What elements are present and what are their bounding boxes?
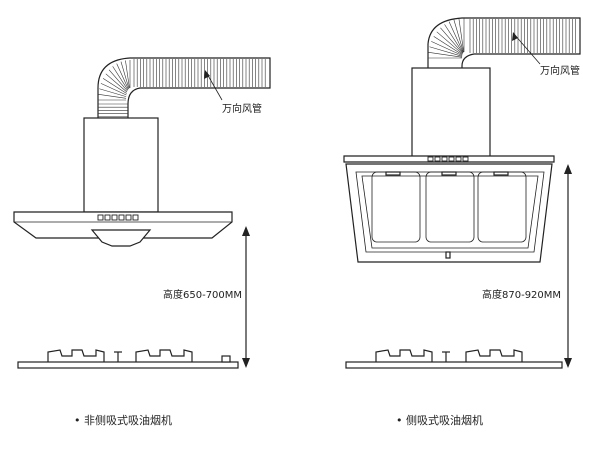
right-flexible-duct: [427, 17, 581, 71]
left-duct-label: 万向风管: [222, 102, 262, 115]
left-duct-leader: [204, 70, 223, 101]
right-glass-panels: [371, 171, 527, 259]
left-gas-cooktop: [17, 349, 239, 369]
right-duct-label: 万向风管: [540, 64, 580, 77]
left-light-bulge: [90, 229, 152, 247]
left-control-buttons: [97, 214, 139, 221]
left-caption: • 非侧吸式吸油烟机: [74, 413, 172, 427]
left-chimney: [83, 117, 159, 213]
right-control-buttons: [427, 156, 469, 162]
left-flexible-duct: [97, 57, 271, 121]
left-hood-group: 万向风管 高度650-700MM • 非侧吸式吸油烟机: [13, 57, 271, 427]
left-height-dimension: [242, 226, 250, 368]
right-duct-leader: [512, 32, 541, 65]
right-hood-group: 万向风管 高度870-920MM • 侧吸式吸油烟机: [343, 17, 581, 427]
right-gas-cooktop: [345, 349, 563, 369]
right-height-dimension: [564, 164, 572, 368]
right-chimney: [411, 67, 491, 159]
right-caption: • 侧吸式吸油烟机: [396, 413, 483, 427]
right-height-label: 高度870-920MM: [482, 288, 561, 301]
left-height-label: 高度650-700MM: [163, 288, 242, 301]
right-hood-body: [345, 163, 553, 263]
